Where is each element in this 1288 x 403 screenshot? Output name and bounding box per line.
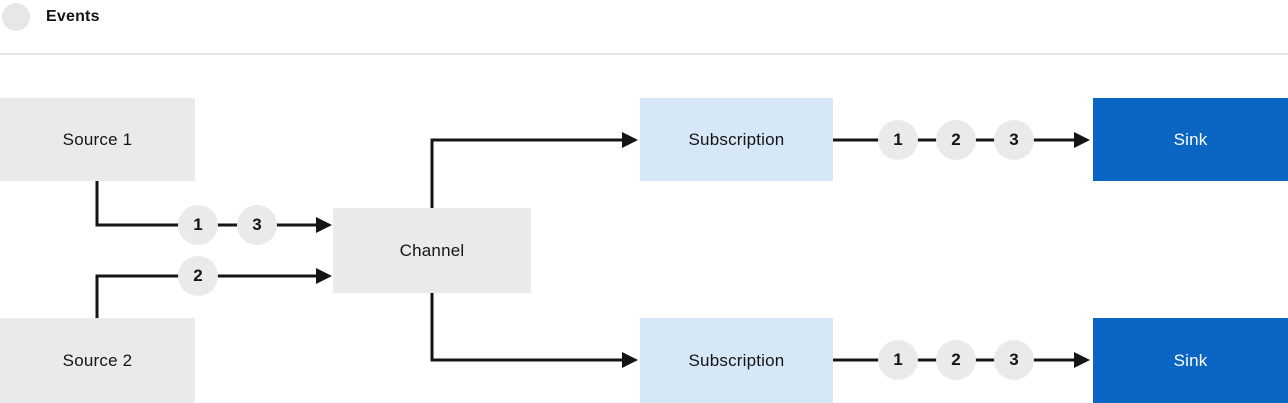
edge-channel-to-subscription-bottom bbox=[430, 293, 638, 368]
header-divider bbox=[0, 53, 1288, 55]
arrowhead-icon bbox=[316, 217, 332, 233]
node-label: Source 1 bbox=[62, 129, 133, 149]
node-label: Subscription bbox=[688, 350, 785, 370]
event-badge-2: 2 bbox=[936, 120, 976, 160]
arrowhead-icon bbox=[622, 352, 638, 368]
event-badge-2: 2 bbox=[178, 256, 218, 296]
node-subscription-bottom: Subscription bbox=[640, 318, 833, 403]
node-sink-bottom: Sink bbox=[1093, 318, 1288, 403]
event-circle-icon bbox=[2, 3, 30, 31]
node-label: Sink bbox=[1173, 129, 1208, 149]
node-label: Channel bbox=[399, 240, 465, 260]
node-channel: Channel bbox=[333, 208, 531, 293]
legend: Events bbox=[2, 2, 100, 32]
arrowhead-icon bbox=[316, 268, 332, 284]
event-badge-3: 3 bbox=[994, 340, 1034, 380]
node-source-2: Source 2 bbox=[0, 318, 195, 403]
event-badge-3: 3 bbox=[994, 120, 1034, 160]
node-label: Sink bbox=[1173, 350, 1208, 370]
event-badge-3: 3 bbox=[237, 205, 277, 245]
edge-channel-to-subscription-top bbox=[430, 132, 638, 208]
arrowhead-icon bbox=[1074, 132, 1090, 148]
arrowhead-icon bbox=[1074, 352, 1090, 368]
node-source-1: Source 1 bbox=[0, 98, 195, 181]
event-badge-1: 1 bbox=[878, 340, 918, 380]
legend-label: Events bbox=[46, 8, 100, 25]
node-label: Source 2 bbox=[62, 350, 133, 370]
node-sink-top: Sink bbox=[1093, 98, 1288, 181]
node-subscription-top: Subscription bbox=[640, 98, 833, 181]
event-badge-1: 1 bbox=[878, 120, 918, 160]
event-badge-1: 1 bbox=[178, 205, 218, 245]
edge-source2-to-channel bbox=[95, 268, 332, 318]
arrowhead-icon bbox=[622, 132, 638, 148]
event-badge-2: 2 bbox=[936, 340, 976, 380]
node-label: Subscription bbox=[688, 129, 785, 149]
